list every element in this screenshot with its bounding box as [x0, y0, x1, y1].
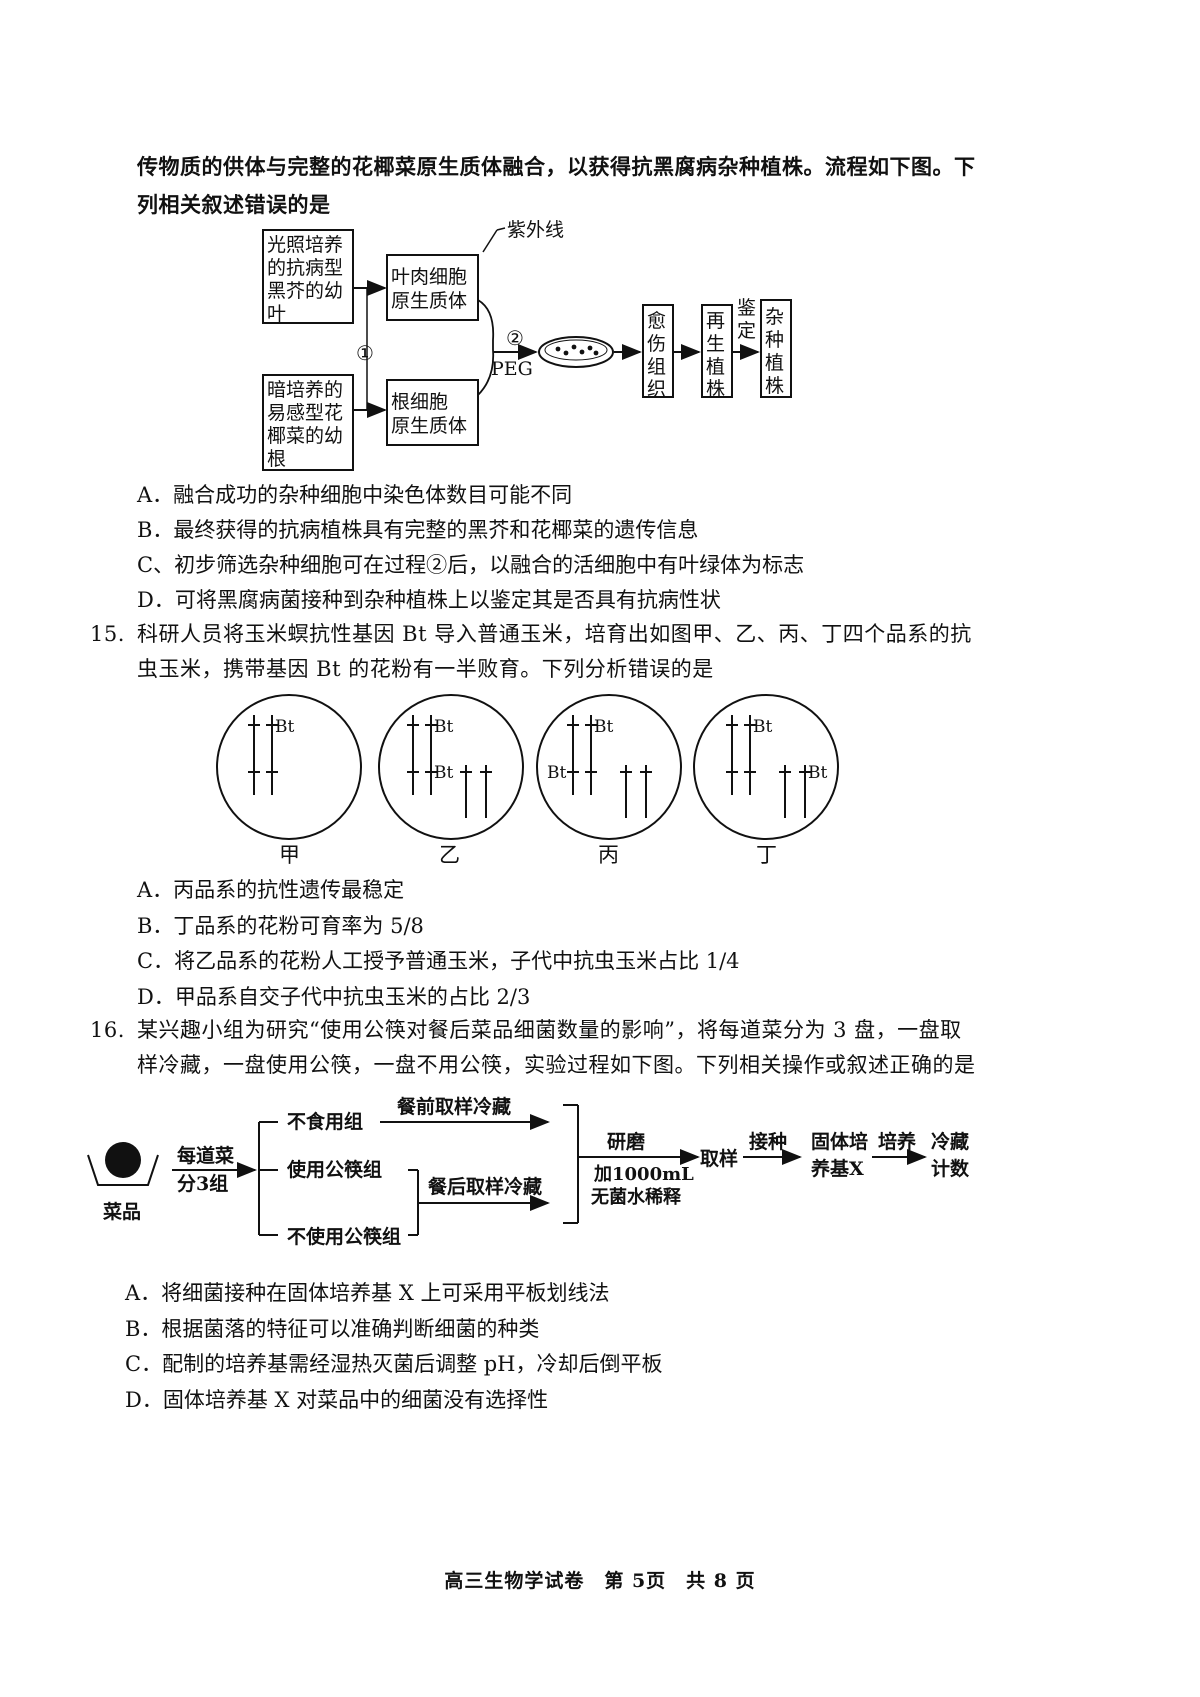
bt-label: Bt [434, 763, 453, 783]
q16-option-a: A．将细菌接种在固体培养基 X 上可采用平板划线法 [125, 1281, 610, 1305]
svg-text:织: 织 [647, 378, 666, 400]
culture-label: 培养 [878, 1130, 916, 1153]
q15-option-b: B．丁品系的花粉可育率为 5/8 [137, 914, 424, 938]
cell-yi [378, 694, 524, 840]
q16-option-b: B．根据菌落的特征可以准确判断细菌的种类 [125, 1317, 540, 1341]
q14-intro-line2: 列相关叙述错误的是 [137, 192, 331, 217]
leaf-box-line: 黑芥的幼 [267, 280, 343, 302]
svg-text:生: 生 [706, 333, 725, 355]
count-label: 计数 [931, 1157, 970, 1180]
leaf-box-line: 光照培养 [267, 234, 343, 256]
sample-label: 取样 [700, 1147, 738, 1170]
split-label: 分3组 [177, 1172, 228, 1195]
root-box-line: 椰菜的幼 [267, 425, 343, 447]
cell-ding [693, 694, 839, 840]
q16-option-d: D．固体培养基 X 对菜品中的细菌没有选择性 [125, 1388, 549, 1412]
root-box-line: 暗培养的 [267, 379, 343, 401]
svg-text:株: 株 [706, 378, 725, 400]
split-label: 每道菜 [177, 1144, 234, 1167]
medium-label: 养基X [810, 1157, 864, 1180]
leaf-source-box [262, 229, 354, 324]
step-1-label: ① [356, 341, 374, 365]
svg-text:组: 组 [647, 356, 666, 378]
cell-label-bing: 丙 [598, 843, 619, 867]
before-meal-label: 餐前取样冷藏 [397, 1095, 511, 1118]
hybrid-plant-box [760, 299, 792, 398]
q15-line2: 虫玉米，携带基因 Bt 的花粉有一半败育。下列分析错误的是 [137, 657, 714, 681]
inoculate-label: 接种 [749, 1131, 787, 1153]
cell-bing [536, 694, 682, 840]
peg-label: PEG [491, 358, 533, 380]
grind-label: 研磨 [607, 1130, 645, 1153]
cell-label-ding: 丁 [756, 843, 777, 867]
leaf-box-line: 叶 [267, 303, 286, 325]
root-box-line: 易感型花 [267, 402, 343, 424]
root-box-line: 根 [267, 448, 286, 470]
rootcell-box-line: 根细胞 [391, 391, 448, 413]
after-meal-label: 餐后取样冷藏 [428, 1175, 542, 1198]
group-public-chopsticks: 使用公筷组 [286, 1158, 382, 1181]
q16-flow-diagram: 菜品 每道菜 分3组 不食用组 使用公筷组 不使用公筷组 餐前取样冷藏 餐后取样… [87, 1095, 970, 1248]
q15-option-c: C．将乙品系的花粉人工授予普通玉米，子代中抗虫玉米占比 1/4 [137, 949, 740, 973]
svg-text:株: 株 [765, 375, 784, 397]
page-footer: 高三生物学试卷 第 5页 共 8 页 [444, 1570, 756, 1592]
uv-label: 紫外线 [507, 219, 564, 241]
bt-label: Bt [594, 717, 613, 737]
q15-number: 15. [90, 622, 125, 646]
q14-option-d: D．可将黑腐病菌接种到杂种植株上以鉴定其是否具有抗病性状 [137, 588, 721, 612]
svg-text:杂: 杂 [765, 306, 784, 328]
bt-label: Bt [275, 717, 294, 737]
identify-label: 鉴 [737, 297, 756, 319]
q14-option-b: B．最终获得的抗病植株具有完整的黑芥和花椰菜的遗传信息 [137, 518, 699, 542]
leaf-box-line: 的抗病型 [267, 257, 343, 279]
q14-flow-diagram: 光照培养 的抗病型 黑芥的幼 叶 暗培养的 易感型花 椰菜的幼 根 ① 叶肉细胞… [262, 219, 792, 471]
bt-label: Bt [808, 763, 827, 783]
q14-option-a: A．融合成功的杂种细胞中染色体数目可能不同 [137, 483, 573, 507]
q16-line2: 样冷藏，一盘使用公筷，一盘不用公筷，实验过程如下图。下列相关操作或叙述正确的是 [137, 1053, 976, 1077]
q15-line1: 科研人员将玉米螟抗性基因 Bt 导入普通玉米，培育出如图甲、乙、丙、丁四个品系的… [137, 622, 972, 646]
cell-label-yi: 乙 [439, 843, 460, 867]
svg-text:愈: 愈 [647, 310, 666, 332]
step-2-label: ② [506, 326, 524, 350]
root-source-box [262, 374, 354, 471]
cell-jia [216, 694, 362, 840]
q14-intro-line1: 传物质的供体与完整的花椰菜原生质体融合，以获得抗黑腐病杂种植株。流程如下图。下 [137, 154, 976, 179]
dish-icon [87, 1154, 159, 1186]
bt-label: Bt [434, 717, 453, 737]
svg-text:再: 再 [706, 310, 725, 332]
mesophyll-box-line: 叶肉细胞 [391, 266, 467, 288]
bt-label: Bt [753, 717, 772, 737]
bt-label: Bt [547, 763, 566, 783]
medium-label: 固体培 [811, 1130, 868, 1153]
q15-option-a: A．丙品系的抗性遗传最稳定 [137, 878, 405, 902]
petri-dish-icon [538, 336, 614, 368]
grind-label: 无菌水稀释 [591, 1186, 682, 1208]
q15-chromosome-cells: Bt Bt Bt Bt Bt Bt Bt 甲 乙 丙 丁 [216, 694, 839, 867]
svg-text:伤: 伤 [647, 333, 666, 355]
q16-line1: 某兴趣小组为研究“使用公筷对餐后菜品细菌数量的影响”，将每道菜分为 3 盘，一盘… [137, 1018, 962, 1042]
q16-option-c: C．配制的培养基需经湿热灭菌后调整 pH，冷却后倒平板 [125, 1352, 663, 1376]
mesophyll-box-line: 原生质体 [391, 290, 467, 312]
grind-label: 加1000mL [593, 1164, 694, 1185]
q14-option-c: C、初步筛选杂种细胞可在过程②后，以融合的活细胞中有叶绿体为标志 [137, 553, 805, 577]
q16-number: 16. [90, 1018, 125, 1042]
root-protoplast-box [386, 379, 479, 446]
group-no-eat: 不食用组 [287, 1110, 363, 1133]
group-no-public-chopsticks: 不使用公筷组 [287, 1225, 401, 1248]
rootcell-box-line: 原生质体 [391, 415, 467, 437]
identify-label: 定 [737, 320, 756, 342]
svg-text:植: 植 [765, 352, 784, 374]
q15-option-d: D．甲品系自交子代中抗虫玉米的占比 2/3 [137, 985, 531, 1009]
svg-text:种: 种 [765, 329, 784, 351]
count-label: 冷藏 [931, 1130, 969, 1153]
dish-label: 菜品 [102, 1200, 141, 1223]
cell-label-jia: 甲 [279, 843, 300, 867]
mesophyll-protoplast-box [386, 254, 479, 321]
svg-text:植: 植 [706, 356, 725, 378]
